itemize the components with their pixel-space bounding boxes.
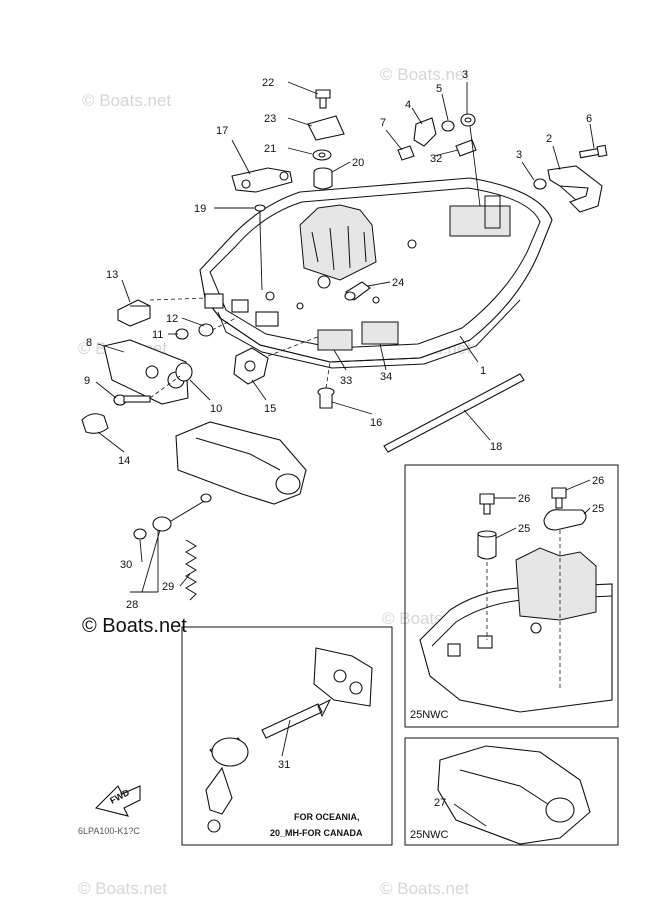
callout-30: 30 — [120, 559, 132, 571]
callout-3: 3 — [462, 69, 468, 81]
inset-25nwc-bottom-parts — [437, 745, 591, 845]
callout-25: 25 — [518, 523, 530, 535]
callout-19: 19 — [194, 203, 206, 215]
callout-5: 5 — [436, 83, 442, 95]
callout-20: 20 — [352, 157, 364, 169]
oceania-note-line2: 20_MH-FOR CANADA — [270, 828, 363, 838]
callout-2: 2 — [546, 133, 552, 145]
cable-31 — [261, 703, 323, 739]
callout-15: 15 — [264, 403, 276, 415]
nut-5 — [441, 120, 455, 132]
washer-21 — [312, 149, 332, 161]
inset-25nwc-top-parts — [419, 487, 613, 713]
rod-18 — [383, 373, 525, 453]
callout-23: 23 — [264, 113, 276, 125]
callout-31: 31 — [278, 759, 290, 771]
grommet-24 — [344, 281, 371, 301]
leader-lines — [95, 81, 595, 757]
grommet-10 — [175, 362, 193, 382]
shift-lever — [205, 737, 249, 833]
callout-4: 4 — [405, 99, 411, 111]
oceania-note-line1: FOR OCEANIA, — [294, 812, 360, 822]
callout-12: 12 — [166, 313, 178, 325]
oceania-parts — [205, 647, 373, 833]
plate-32 — [455, 139, 477, 157]
grommet-12 — [198, 323, 214, 337]
inset-oceania — [181, 626, 393, 846]
fwd-arrow: FWD — [94, 785, 141, 817]
callout-7: 7 — [380, 117, 386, 129]
inset-25nwc-top-label: 25NWC — [410, 709, 449, 721]
bracket-4 — [413, 117, 437, 147]
callout-33: 33 — [340, 375, 352, 387]
callout-11: 11 — [152, 329, 163, 341]
washer-3-top — [460, 113, 476, 127]
bushing-30 — [133, 528, 147, 540]
screw-9 — [113, 394, 151, 406]
callout-25: 25 — [592, 503, 604, 515]
drain-16 — [317, 387, 335, 409]
callout-34: 34 — [380, 371, 392, 383]
callout-1: 1 — [480, 365, 486, 377]
plate-23 — [307, 115, 345, 141]
callout-9: 9 — [84, 375, 90, 387]
callout-6: 6 — [586, 113, 592, 125]
washer-3-right — [533, 178, 547, 190]
callout-29: 29 — [162, 581, 174, 593]
inset-25nwc-bottom-label: 25NWC — [410, 829, 449, 841]
diagram-code: 6LPA100-K1?C — [78, 826, 140, 836]
watermark-main: © Boats.net — [82, 615, 187, 637]
bracket-17 — [231, 167, 293, 193]
callout-21: 21 — [264, 143, 276, 155]
callout-17: 17 — [216, 125, 228, 137]
callout-24: 24 — [392, 277, 404, 289]
plug-13 — [117, 299, 151, 327]
callout-22: 22 — [262, 77, 274, 89]
callout-numbers: 22 23 21 20 17 19 7 4 5 3 32 2 6 3 24 13… — [84, 69, 604, 809]
inset-25nwc-bottom — [404, 737, 619, 846]
callout-26: 26 — [592, 475, 604, 487]
callout-14: 14 — [118, 455, 130, 467]
watermark: © Boats.net — [380, 879, 469, 898]
callout-16: 16 — [370, 417, 382, 429]
bolt-22 — [315, 89, 331, 109]
plug-14 — [81, 413, 109, 434]
callout-27: 27 — [434, 797, 446, 809]
grommet-20 — [313, 167, 333, 190]
label-33 — [317, 329, 353, 351]
callout-13: 13 — [106, 269, 118, 281]
inset-25nwc-top — [404, 464, 619, 728]
watermark: © Boats.net — [380, 65, 469, 84]
callout-10: 10 — [210, 403, 222, 415]
callout-8: 8 — [86, 337, 92, 349]
label-34 — [361, 321, 399, 345]
callout-18: 18 — [490, 441, 502, 453]
callout-26: 26 — [518, 493, 530, 505]
callout-28: 28 — [126, 599, 138, 611]
screw-19 — [254, 204, 266, 222]
watermark: © Boats.net — [78, 879, 167, 898]
callout-32: 32 — [430, 153, 442, 165]
clamp-2 — [547, 165, 603, 213]
shift-linkage-group — [133, 421, 307, 601]
grommet-15 — [233, 347, 269, 385]
bolt-6 — [578, 144, 608, 159]
watermark: © Boats.net — [82, 91, 171, 110]
callout-3: 3 — [516, 149, 522, 161]
bottom-cowling — [199, 177, 553, 369]
